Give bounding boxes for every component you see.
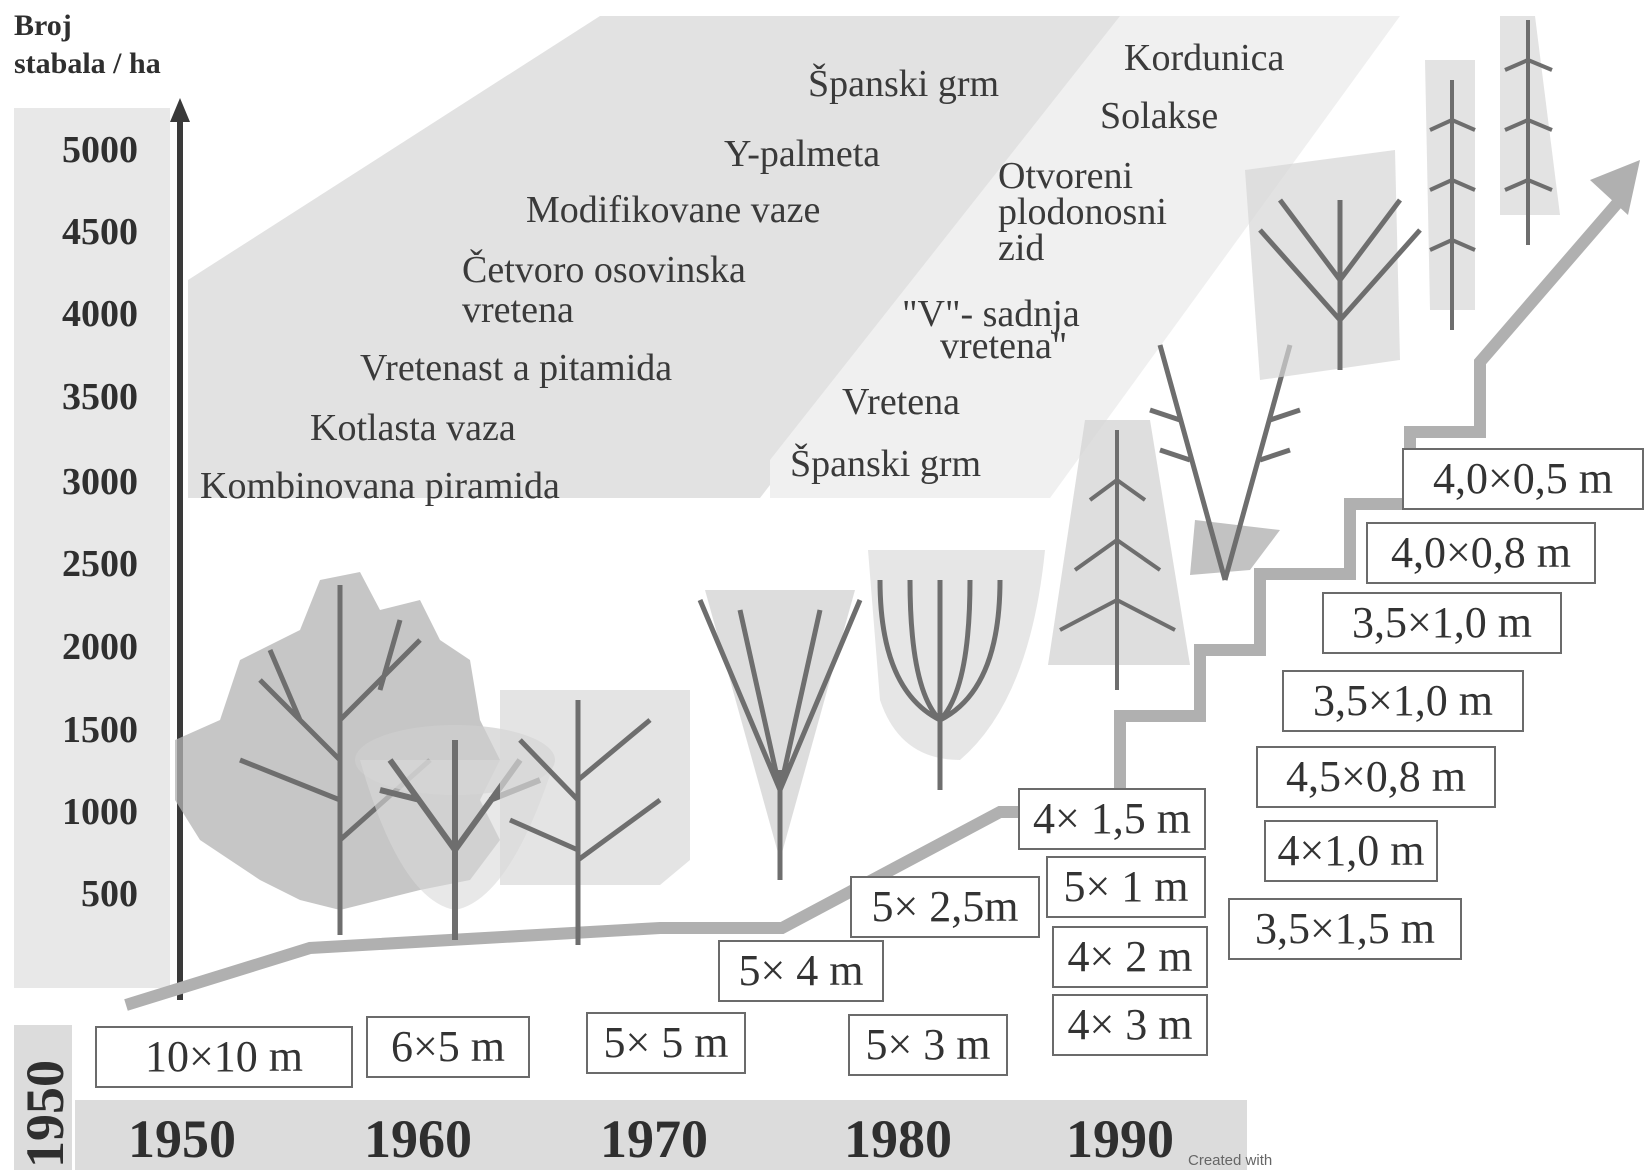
spacing-box: 5× 1 m: [1046, 856, 1206, 918]
spacing-box: 5× 5 m: [586, 1012, 746, 1074]
spacing-box: 4×1,0 m: [1264, 820, 1438, 882]
system-label: Kombinovana piramida: [200, 466, 560, 506]
x-year-label: 1980: [844, 1108, 952, 1170]
system-label: Solakse: [1100, 96, 1218, 136]
y-tick: 3000: [28, 460, 138, 504]
y-tick: 4500: [28, 210, 138, 254]
system-label: vretena: [462, 290, 574, 330]
system-label: Vretenast a pitamida: [360, 348, 672, 388]
system-label: Otvoreni: [998, 156, 1133, 196]
system-label: Vretena: [842, 382, 960, 422]
system-label: Y-palmeta: [724, 134, 880, 174]
y-tick: 3500: [28, 375, 138, 419]
spacing-box: 3,5×1,0 m: [1282, 670, 1524, 732]
spacing-box: 4,0×0,5 m: [1402, 448, 1644, 510]
spacing-box: 4× 3 m: [1052, 994, 1208, 1056]
spacing-box: 4,0×0,8 m: [1366, 522, 1596, 584]
spacing-box: 4× 2 m: [1052, 926, 1208, 988]
up-arrow-icon: [170, 98, 190, 122]
system-label: Kotlasta vaza: [310, 408, 516, 448]
system-label: Četvoro osovinska: [462, 250, 746, 290]
y-tick: 1500: [28, 708, 138, 752]
y-axis-label-line2: stabala / ha: [14, 48, 161, 79]
spacing-box: 5× 2,5m: [850, 876, 1040, 938]
y-axis-label-line1: Broj: [14, 10, 72, 41]
spacing-box: 3,5×1,5 m: [1228, 898, 1462, 960]
system-label: Španski grm: [790, 444, 981, 484]
pyramid-box: [500, 690, 690, 885]
system-label: zid: [998, 228, 1044, 268]
system-label: vretena": [940, 326, 1067, 366]
credit-text: Created with: [1188, 1152, 1272, 1169]
spacing-box: 10×10 m: [95, 1026, 353, 1088]
spacing-box: 4,5×0,8 m: [1256, 746, 1496, 808]
y-tick: 4000: [28, 292, 138, 336]
y-tick: 2500: [28, 542, 138, 586]
system-label: Kordunica: [1124, 38, 1284, 78]
system-label: plodonosni: [998, 192, 1167, 232]
x-year-label: 1990: [1066, 1108, 1174, 1170]
y-tick: 2000: [28, 625, 138, 669]
spacing-box: 3,5×1,0 m: [1322, 592, 1562, 654]
spacing-box: 5× 3 m: [848, 1014, 1008, 1076]
spacing-box: 4× 1,5 m: [1018, 788, 1206, 850]
y-tick: 5000: [28, 128, 138, 172]
system-label: Modifikovane vaze: [526, 190, 820, 230]
x-year-label: 1970: [600, 1108, 708, 1170]
y-tick: 1000: [28, 790, 138, 834]
x-year-label: 1950: [128, 1108, 236, 1170]
vertical-year-label: 1950: [14, 1060, 76, 1168]
y-tick: 500: [28, 872, 138, 916]
system-label: Španski grm: [808, 64, 999, 104]
spacing-box: 5× 4 m: [718, 940, 884, 1002]
x-year-label: 1960: [364, 1108, 472, 1170]
spacing-box: 6×5 m: [366, 1016, 530, 1078]
